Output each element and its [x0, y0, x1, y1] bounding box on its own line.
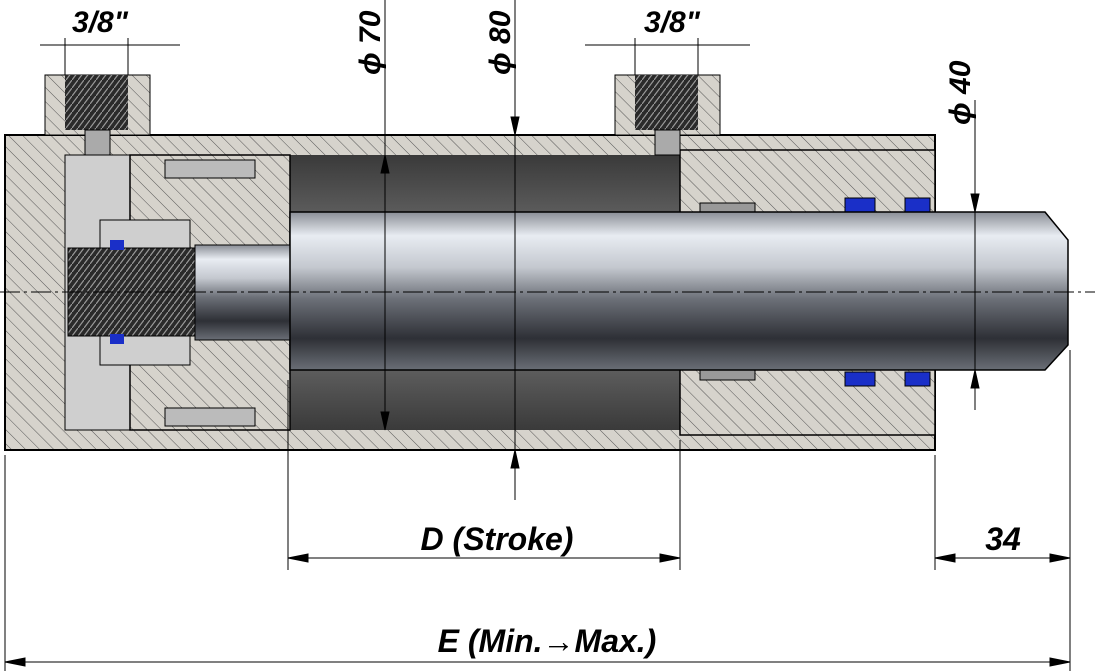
port-right [614, 74, 721, 156]
rod-extension-label: 34 [985, 521, 1021, 557]
bore-diameter-label: ϕ 70 [354, 10, 387, 75]
outer-diameter-label: ϕ 80 [484, 10, 517, 75]
port-left [44, 74, 151, 156]
rod-diameter-label: ϕ 40 [944, 60, 977, 125]
dimension-lines [4, 0, 1071, 671]
seal-icon [904, 197, 931, 213]
seal-icon [844, 371, 876, 387]
seal-icon [844, 197, 876, 213]
overall-length-label: E (Min.→Max.) [438, 623, 657, 659]
port-left-label: 3/8" [72, 6, 129, 39]
seal-icon [904, 371, 931, 387]
port-right-label: 3/8" [644, 6, 701, 39]
stroke-label: D (Stroke) [421, 521, 574, 557]
